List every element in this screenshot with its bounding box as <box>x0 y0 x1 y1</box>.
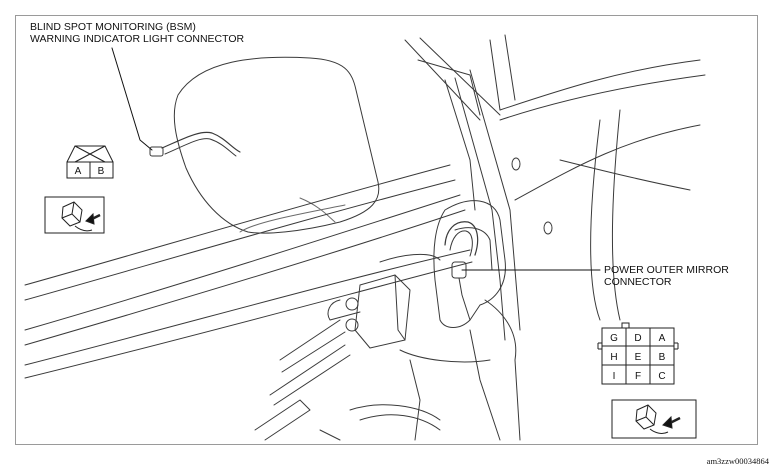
bsm-view-direction-icon <box>44 196 105 234</box>
power-view-direction-icon <box>611 399 697 439</box>
power-mirror-wire <box>444 221 479 256</box>
figure-border <box>15 15 758 445</box>
door-inner-panel <box>433 200 506 328</box>
side-mirror <box>173 56 380 234</box>
bsm-wire <box>161 131 241 153</box>
power-label-line1: POWER OUTER MIRROR <box>604 264 729 276</box>
power-pin-i: I <box>613 371 616 382</box>
power-pin-h: H <box>610 352 617 363</box>
bsm-connector-plug <box>149 146 164 157</box>
bsm-label-line2: WARNING INDICATOR LIGHT CONNECTOR <box>30 33 245 45</box>
bsm-pin-b: B <box>98 166 105 177</box>
bsm-leader-line <box>111 47 153 151</box>
figure-code: am3zzw00034864 <box>706 456 769 466</box>
power-pin-b: B <box>659 352 666 363</box>
power-pin-g: G <box>610 333 618 344</box>
power-label-line2: CONNECTOR <box>604 276 672 288</box>
power-pin-d: D <box>634 333 641 344</box>
power-pin-f: F <box>635 371 641 382</box>
bsm-label-line1: BLIND SPOT MONITORING (BSM) <box>30 21 196 33</box>
power-pin-e: E <box>635 352 642 363</box>
bsm-pin-a: A <box>75 166 82 177</box>
power-pin-a: A <box>659 333 666 344</box>
power-connector-diagram: G D A H E B I F C <box>597 322 679 385</box>
power-pin-c: C <box>658 371 665 382</box>
bsm-connector-diagram: A B <box>66 145 114 179</box>
